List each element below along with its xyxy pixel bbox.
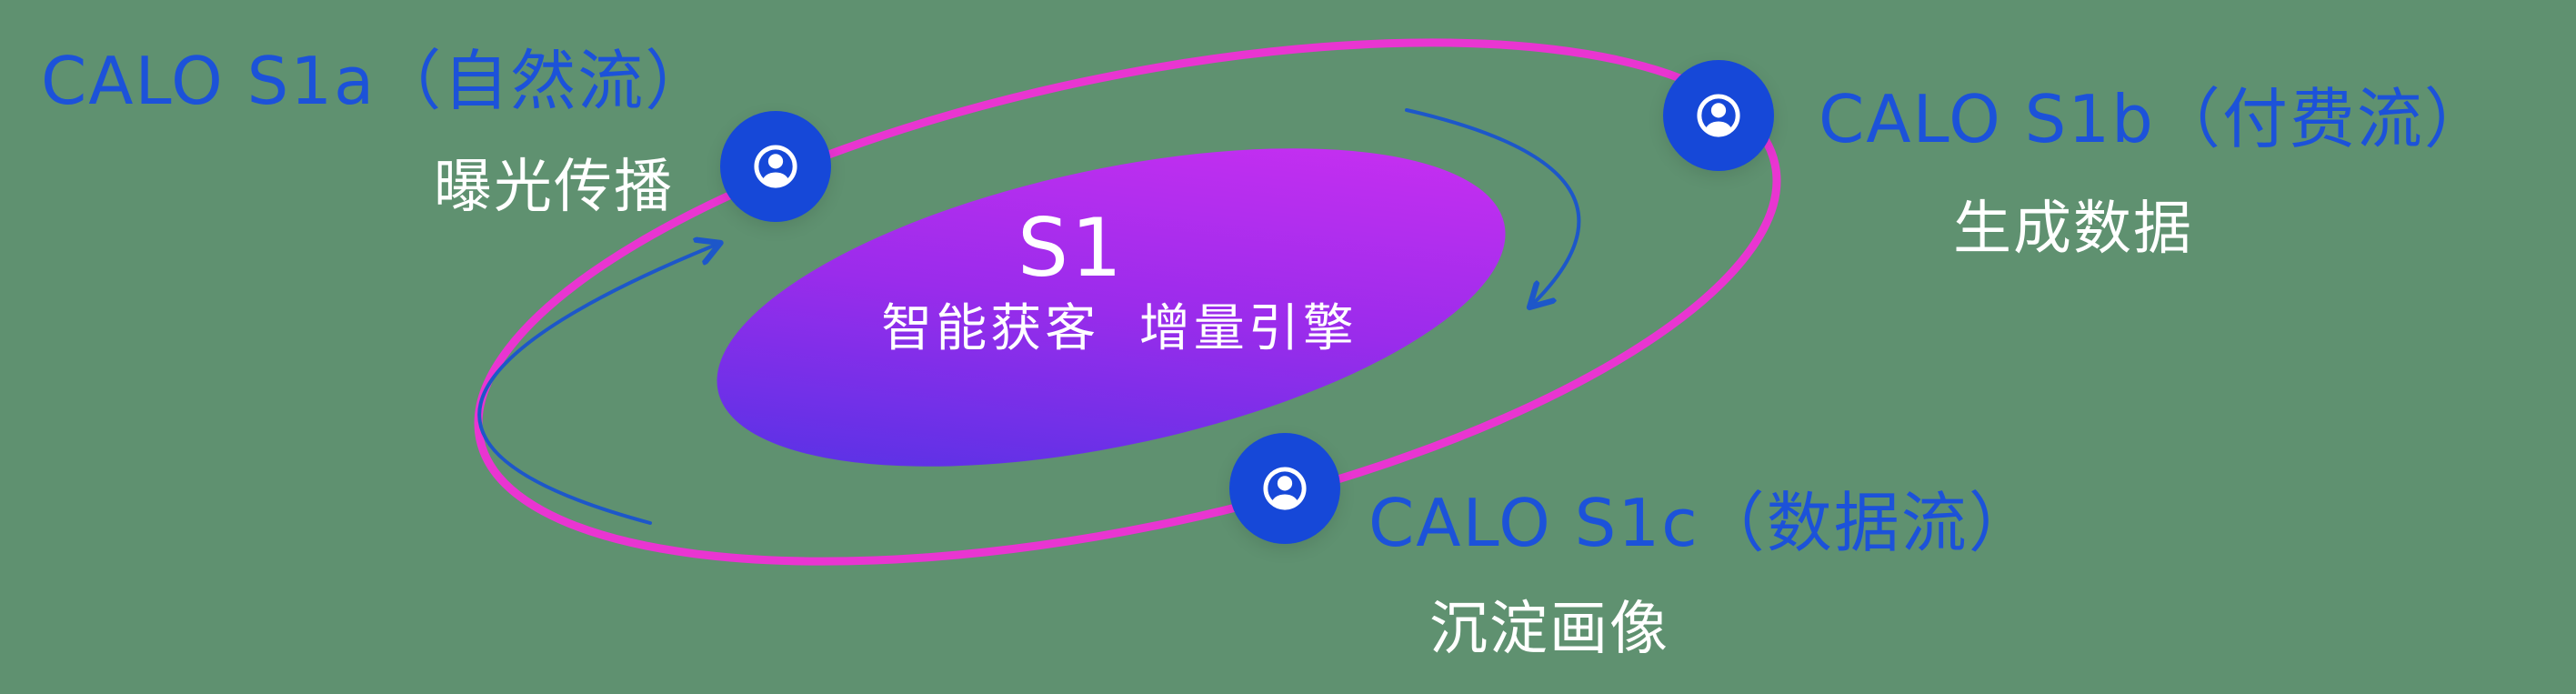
flow-arrow-right — [1405, 108, 1581, 306]
orbit-node-s1c — [1229, 433, 1340, 544]
user-icon — [1697, 94, 1740, 137]
core-title: S1 — [1017, 201, 1125, 295]
node-sublabel-s1b: 生成数据 — [1953, 196, 2193, 263]
user-icon — [754, 145, 797, 188]
node-label-s1a: CALO S1a（自然流） — [41, 43, 713, 119]
node-label-s1c: CALO S1c（数据流） — [1368, 485, 2036, 561]
orbit-node-s1a — [720, 111, 831, 222]
user-icon — [1263, 467, 1307, 510]
node-label-s1b: CALO S1b（付费流） — [1819, 81, 2491, 157]
core-ellipse — [717, 148, 1506, 467]
orbit-ring — [474, 38, 1781, 566]
node-sublabel-s1a: 曝光传播 — [434, 154, 674, 221]
orbit-node-s1b — [1663, 60, 1774, 171]
flow-arrow-left — [477, 244, 718, 525]
node-sublabel-s1c: 沉淀画像 — [1429, 596, 1669, 663]
core-subtitle: 智能获客 增量引擎 — [881, 299, 1358, 358]
